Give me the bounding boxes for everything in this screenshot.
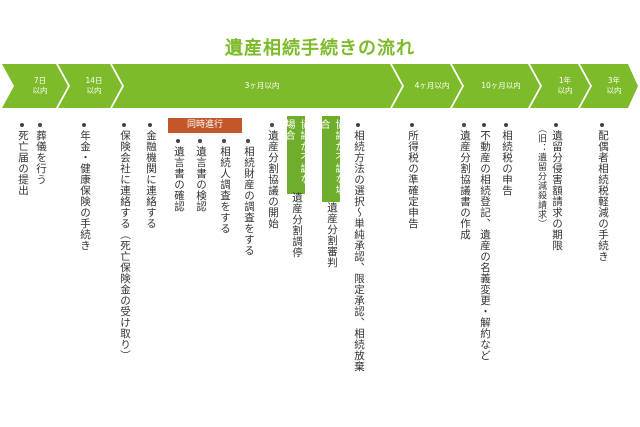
bullet bbox=[82, 123, 86, 127]
task-asset-survey: 相続財産の調査をする bbox=[243, 146, 255, 256]
timeline-band bbox=[2, 64, 638, 108]
page-title: 遺産相続手続きの流れ bbox=[225, 38, 415, 59]
task-will-check: 遺言書の確認 bbox=[173, 146, 185, 212]
timeline-segment-1y bbox=[530, 64, 590, 108]
task-will-probate: 遺言書の検認 bbox=[195, 146, 207, 212]
bullet bbox=[38, 123, 42, 127]
bullet bbox=[20, 123, 24, 127]
timeline-label-3y: 3年以内 bbox=[606, 76, 622, 95]
timeline-segment-3y bbox=[580, 64, 638, 108]
bullet bbox=[148, 123, 152, 127]
task-spouse-tax-reduction: 配偶者相続税軽減の手続き bbox=[597, 130, 609, 262]
task-reserved-portion: 遺留分侵害額請求の期限 bbox=[551, 130, 563, 251]
task-insurance-company: 保険会社に連絡する（死亡保険金の受け取り） bbox=[119, 130, 131, 361]
bullet bbox=[600, 123, 604, 127]
timeline-segment-10m bbox=[452, 64, 540, 108]
bullet bbox=[270, 123, 274, 127]
timeline-segment-7d bbox=[2, 64, 68, 108]
timeline-label-10m: 10ヶ月以内 bbox=[481, 81, 521, 90]
task-division-document: 遺産分割協議書の作成 bbox=[459, 130, 471, 240]
timeline-label-3m: 3ヶ月以内 bbox=[244, 81, 280, 90]
task-reserved-portion-note: （旧：遺留分減殺請求） bbox=[536, 124, 546, 229]
task-funeral: 葬儀を行う bbox=[35, 130, 47, 185]
bullet bbox=[222, 139, 226, 143]
timeline-label-1y: 1年以内 bbox=[557, 76, 573, 95]
task-financial-institution: 金融機関に連絡する bbox=[145, 130, 157, 229]
task-judgment: 遺産分割審判 bbox=[326, 202, 338, 268]
task-registration: 不動産の相続登記、遺産の名義変更・解約など bbox=[479, 130, 491, 361]
bullet bbox=[246, 139, 250, 143]
task-income-tax: 所得税の準確定申告 bbox=[407, 130, 419, 229]
timeline-label-7d: 7日以内 bbox=[32, 76, 48, 95]
bullet bbox=[462, 123, 466, 127]
timeline-segment-3m bbox=[112, 64, 402, 108]
bullet bbox=[504, 123, 508, 127]
timeline-segment-4m bbox=[392, 64, 462, 108]
task-division-start: 遺産分割協議の開始 bbox=[267, 130, 279, 229]
task-pension-insurance: 年金・健康保険の手続き bbox=[79, 130, 91, 251]
bullet bbox=[554, 123, 558, 127]
bullet bbox=[198, 139, 202, 143]
bullet bbox=[410, 123, 414, 127]
bullet bbox=[482, 123, 486, 127]
bullet bbox=[356, 123, 360, 127]
parallel-badge: 同時進行 bbox=[168, 118, 242, 133]
timeline-label-14d: 14日以内 bbox=[85, 76, 103, 95]
judgment-condition-box: 協議が不調な場合 bbox=[318, 116, 344, 202]
task-inheritance-method: 相続方法の選択～単純承認、限定承認、相続放棄 bbox=[353, 130, 365, 372]
task-inheritance-tax: 相続税の申告 bbox=[501, 130, 513, 196]
bullet bbox=[176, 139, 180, 143]
timeline-segment-14d bbox=[58, 64, 122, 108]
timeline-label-4m: 4ヶ月以内 bbox=[414, 81, 450, 90]
task-mediation: 遺産分割調停 bbox=[291, 192, 303, 258]
task-heir-survey: 相続人調査をする bbox=[219, 146, 231, 234]
mediation-condition-box: 協議が不調な場合 bbox=[283, 116, 309, 194]
bullet bbox=[122, 123, 126, 127]
task-death-notice: 死亡届の提出 bbox=[17, 130, 29, 196]
